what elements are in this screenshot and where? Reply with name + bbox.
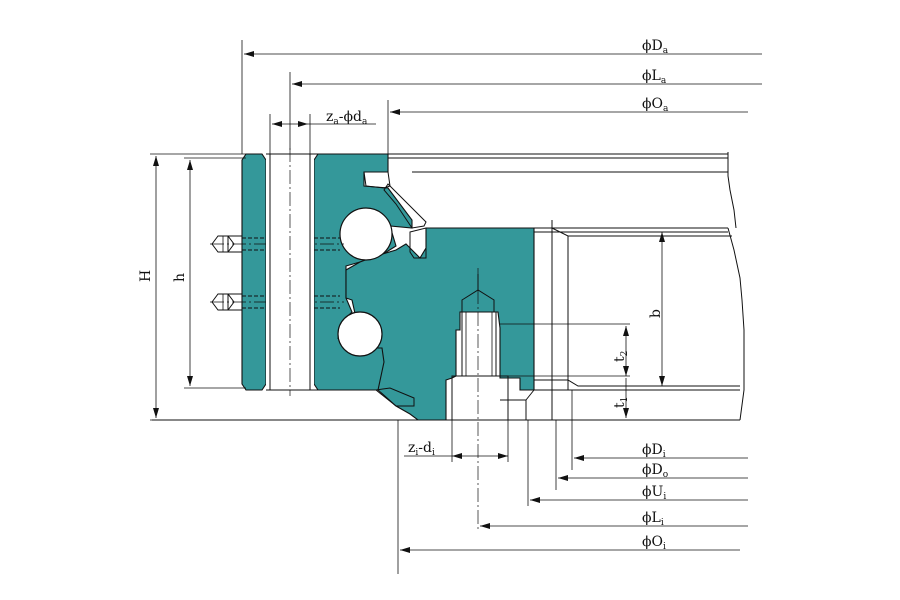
- bottom-dimensions: [397, 390, 748, 574]
- upper-seal-lip: [383, 183, 427, 229]
- pitch-diameter-label: ϕDo: [642, 462, 668, 480]
- lower-seal: [374, 387, 415, 407]
- inner-diameter-label: ϕDi: [642, 442, 666, 460]
- outer-bolt-circle-label: ϕLa: [642, 68, 667, 86]
- gear-width-label: b: [648, 309, 664, 318]
- inner-holes-label: zi-di: [408, 440, 435, 458]
- t1-label: t1: [612, 397, 630, 408]
- inner-bolt-circle-label: ϕLi: [642, 510, 664, 528]
- outer-mounting-hole: [266, 148, 318, 396]
- top-dimensions: [241, 40, 762, 154]
- upper-seal: [363, 171, 391, 189]
- mating-structure: [152, 152, 745, 421]
- inner-threaded-hole: [451, 268, 509, 530]
- outer-ring-flange: [241, 153, 267, 391]
- outer-diameter-label: ϕDa: [642, 38, 669, 56]
- outer-ring-bore-label: ϕOa: [642, 96, 669, 114]
- lower-ball: [337, 311, 383, 357]
- outer-holes-label: za-ϕda: [326, 109, 368, 127]
- left-dimensions: [150, 153, 246, 421]
- upper-ball: [339, 207, 393, 261]
- inner-ring-od-label: ϕUi: [642, 484, 666, 502]
- inner-ring-id-label: ϕOi: [642, 534, 666, 552]
- total-height-label: H: [138, 270, 154, 282]
- right-dimensions: [500, 232, 665, 418]
- ring-height-label: h: [172, 273, 188, 282]
- inner-seal-lip: [409, 227, 427, 259]
- t2-label: t2: [612, 351, 630, 362]
